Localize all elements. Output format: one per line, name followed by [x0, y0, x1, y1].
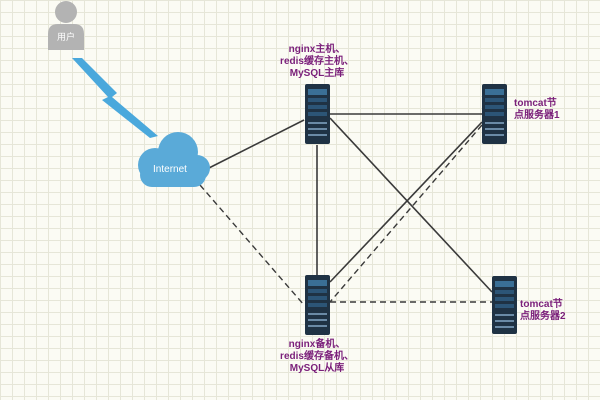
user-icon[interactable]	[48, 1, 84, 50]
server-tomcat1-label: tomcat节 点服务器1	[514, 98, 584, 122]
server-tomcat2-line-1: tomcat节	[520, 299, 563, 310]
server-backup-icon[interactable]	[305, 275, 330, 335]
server-backup-line-1: nginx备机、	[288, 339, 346, 350]
server-tomcat1-line-1: tomcat节	[514, 98, 557, 109]
server-backup-line-2: redis缓存备机、	[280, 351, 354, 362]
server-master-icon[interactable]	[305, 84, 330, 144]
server-tomcat1-line-2: 点服务器1	[514, 110, 560, 121]
server-master-line-2: redis缓存主机、	[280, 56, 354, 67]
link-master-tomcat2	[329, 117, 493, 293]
server-tomcat1-icon[interactable]	[482, 84, 507, 144]
server-backup-label: nginx备机、 redis缓存备机、 MySQL从库	[262, 339, 372, 375]
server-tomcat2-icon[interactable]	[492, 276, 517, 334]
server-master-label: nginx主机、 redis缓存主机、 MySQL主库	[262, 44, 372, 80]
user-label: 用户	[56, 32, 75, 42]
link-internet-master	[204, 119, 305, 171]
server-tomcat2-line-2: 点服务器2	[520, 311, 566, 322]
dashed-connectors	[199, 124, 492, 306]
server-master-line-3: MySQL主库	[289, 68, 345, 79]
link-internet-backup	[199, 184, 305, 306]
server-backup-line-3: MySQL从库	[289, 363, 345, 374]
internet-label: Internet	[153, 164, 187, 175]
server-master-line-1: nginx主机、	[288, 44, 346, 55]
internet-cloud-icon[interactable]	[138, 132, 210, 187]
link-backup-tomcat1	[329, 121, 483, 283]
lightning-icon	[72, 58, 158, 138]
link-tomcat1-backup	[329, 124, 483, 303]
solid-connectors	[204, 113, 493, 293]
server-tomcat2-label: tomcat节 点服务器2	[520, 299, 590, 323]
